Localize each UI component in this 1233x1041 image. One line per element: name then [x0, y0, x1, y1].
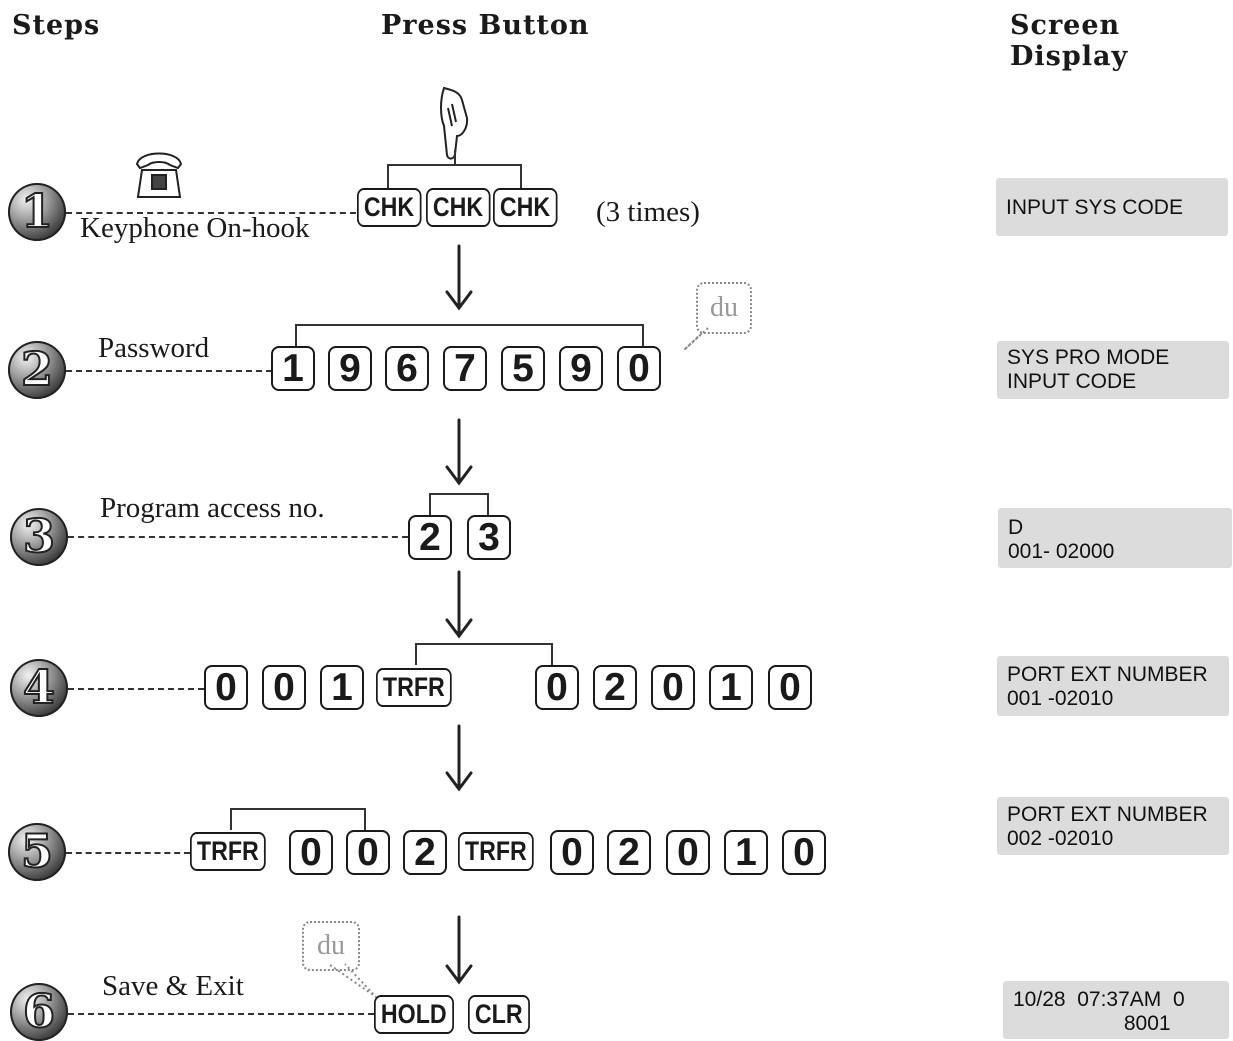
step-2-label: Password — [98, 332, 210, 364]
step-4-leader — [68, 688, 204, 690]
arrow-2-3 — [445, 418, 473, 486]
step-1-label: Keyphone On-hook — [80, 212, 310, 244]
step-1-leader — [66, 212, 356, 214]
display-step-5: PORT EXT NUMBER 002 -02010 — [997, 797, 1229, 855]
digit-key[interactable]: 5 — [501, 346, 545, 391]
times-note: (3 times) — [596, 196, 700, 228]
step-3-label: Program access no. — [100, 492, 325, 524]
display-step-2: SYS PRO MODE INPUT CODE — [997, 341, 1229, 399]
trfr-button[interactable]: TRFR — [458, 832, 534, 871]
step-1-bracket-stem — [454, 150, 456, 165]
digit-key[interactable]: 0 — [651, 665, 695, 710]
step-3-bracket — [429, 493, 489, 515]
step-5-bracket — [230, 808, 366, 830]
step-1-bracket — [387, 164, 522, 188]
digit-key[interactable]: 0 — [262, 665, 306, 710]
step-2-leader — [66, 370, 272, 372]
digit-key[interactable]: 3 — [467, 515, 511, 560]
step-1-badge: 1 — [8, 183, 66, 241]
digit-key[interactable]: 6 — [385, 346, 429, 391]
arrow-3-4 — [445, 570, 473, 639]
trfr-button[interactable]: TRFR — [376, 668, 452, 707]
display-step-3: D 001- 02000 — [998, 508, 1232, 568]
digit-key[interactable]: 0 — [768, 665, 812, 710]
step-6-label: Save & Exit — [102, 970, 244, 1002]
digit-key[interactable]: 1 — [271, 346, 315, 391]
press-button-header: Press Button — [381, 10, 590, 41]
chk-button[interactable]: CHK — [357, 188, 422, 227]
digit-key[interactable]: 7 — [443, 346, 487, 391]
trfr-button[interactable]: TRFR — [190, 832, 266, 871]
step-5-leader — [66, 852, 190, 854]
display-step-1: INPUT SYS CODE — [996, 178, 1228, 236]
display-step-4: PORT EXT NUMBER 001 -02010 — [997, 656, 1229, 716]
digit-key[interactable]: 9 — [559, 346, 603, 391]
digit-key[interactable]: 2 — [593, 665, 637, 710]
digit-key[interactable]: 0 — [346, 830, 390, 875]
digit-key[interactable]: 0 — [289, 830, 333, 875]
hold-button[interactable]: HOLD — [374, 995, 454, 1034]
digit-key[interactable]: 2 — [408, 515, 452, 560]
bubble-tail-2 — [683, 327, 709, 351]
speech-bubble: du — [696, 282, 752, 334]
step-5-badge: 5 — [8, 823, 66, 881]
screen-display-header: Screen Display — [1010, 10, 1129, 72]
step-2-badge: 2 — [8, 341, 66, 399]
digit-key[interactable]: 1 — [709, 665, 753, 710]
chk-button[interactable]: CHK — [426, 188, 491, 227]
digit-key[interactable]: 1 — [320, 665, 364, 710]
step-6-badge: 6 — [10, 983, 68, 1041]
arrow-4-5 — [445, 724, 473, 792]
digit-key[interactable]: 0 — [204, 665, 248, 710]
digit-key[interactable]: 0 — [617, 346, 661, 391]
display-step-6: 10/28 07:37AM 0 8001 — [1003, 981, 1229, 1039]
digit-key[interactable]: 0 — [666, 830, 710, 875]
step-2-bracket — [295, 324, 644, 346]
digit-key[interactable]: 0 — [550, 830, 594, 875]
clr-button[interactable]: CLR — [468, 995, 530, 1034]
step-4-badge: 4 — [10, 659, 68, 717]
pointing-hand-icon — [440, 86, 469, 160]
digit-key[interactable]: 2 — [403, 830, 447, 875]
digit-key[interactable]: 9 — [328, 346, 372, 391]
arrow-5-6 — [445, 915, 473, 985]
arrow-1-2 — [445, 244, 473, 311]
step-3-leader — [68, 536, 408, 538]
speech-bubble: du — [302, 921, 360, 971]
chk-button[interactable]: CHK — [493, 188, 558, 227]
step-3-badge: 3 — [10, 508, 68, 566]
step-6-leader — [68, 1013, 374, 1015]
digit-key[interactable]: 0 — [535, 665, 579, 710]
digit-key[interactable]: 1 — [724, 830, 768, 875]
step-4-bracket — [415, 643, 553, 665]
telephone-icon — [135, 152, 183, 198]
steps-header: Steps — [12, 10, 101, 41]
digit-key[interactable]: 2 — [607, 830, 651, 875]
digit-key[interactable]: 0 — [782, 830, 826, 875]
